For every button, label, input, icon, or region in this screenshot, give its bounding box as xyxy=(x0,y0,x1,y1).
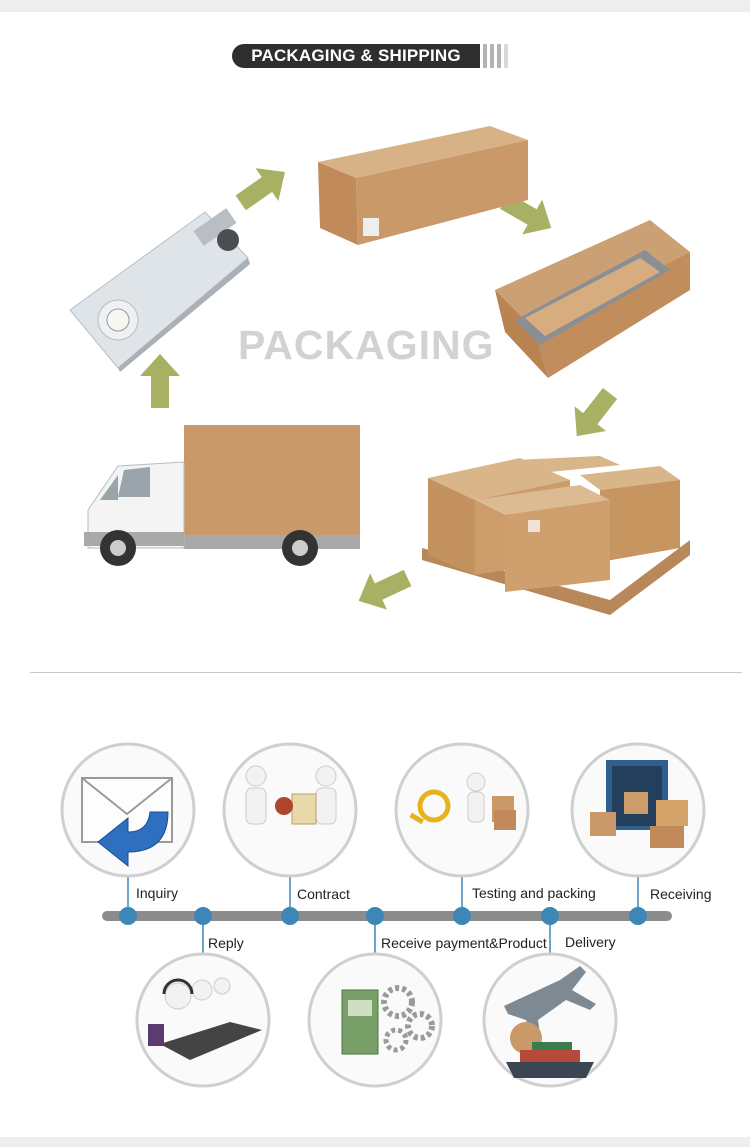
packaging-watermark: PACKAGING xyxy=(238,322,495,368)
arrow-truck-to-light-icon xyxy=(140,354,180,408)
timeline-label-testing-packing: Testing and packing xyxy=(472,885,596,901)
section-banner-title: PACKAGING & SHIPPING xyxy=(232,44,480,68)
timeline-dot-delivery xyxy=(541,907,559,925)
timeline-label-inquiry: Inquiry xyxy=(136,885,179,901)
timeline-label-receiving: Receiving xyxy=(650,886,712,902)
arrow-light-to-box-icon xyxy=(235,168,285,211)
bottom-strip xyxy=(0,1137,750,1147)
timeline-dot-contract xyxy=(281,907,299,925)
timeline-label-delivery: Delivery xyxy=(565,934,616,950)
open-box-icon xyxy=(495,220,690,378)
timeline-bar xyxy=(102,911,672,921)
closed-box-icon xyxy=(318,126,528,245)
airplane-ship-icon xyxy=(482,952,618,1088)
timeline-dot-payment xyxy=(366,907,384,925)
money-gears-icon xyxy=(307,952,443,1088)
arrow-pallet-to-truck-icon xyxy=(358,569,412,610)
timeline-dot-receiving xyxy=(629,907,647,925)
solar-street-light-icon xyxy=(69,208,250,372)
arrow-open-box-to-pallet-icon xyxy=(574,387,618,437)
customer-service-icon xyxy=(135,952,271,1088)
timeline-label-receive-payment: Receive payment&Product xyxy=(381,935,547,951)
timeline-label-contract: Contract xyxy=(297,886,350,902)
timeline-dot-testing xyxy=(453,907,471,925)
pallet-boxes-icon xyxy=(422,456,690,615)
section-divider xyxy=(30,672,742,673)
top-strip xyxy=(0,0,750,12)
banner-decoration-bars xyxy=(483,44,509,68)
timeline-dot-reply xyxy=(194,907,212,925)
container-receiving-icon xyxy=(570,742,706,878)
timeline-dot-inquiry xyxy=(119,907,137,925)
delivery-truck-icon xyxy=(84,425,360,566)
testing-packing-icon xyxy=(394,742,530,878)
envelope-reply-icon xyxy=(60,742,196,878)
timeline-label-reply: Reply xyxy=(208,935,244,951)
handshake-contract-icon xyxy=(222,742,358,878)
